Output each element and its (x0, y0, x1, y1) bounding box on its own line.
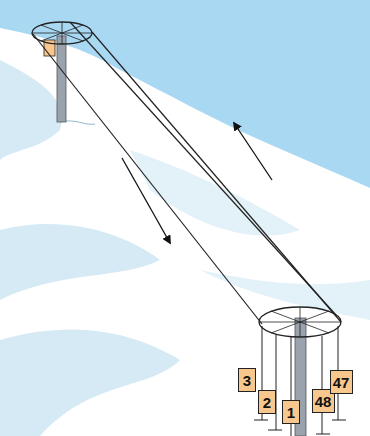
top-wheel (32, 22, 92, 44)
chair-number: 48 (315, 394, 332, 409)
snow-shade (0, 60, 62, 160)
direction-arrow (122, 158, 170, 243)
chair-number: 2 (263, 395, 271, 410)
sky (0, 0, 370, 188)
chair-number-tag: 1 (282, 400, 300, 424)
chair-number-tag: 3 (238, 368, 256, 392)
bottom-wheel (259, 307, 341, 337)
snow-shade (0, 330, 180, 436)
top-pole (57, 36, 66, 122)
cable (33, 34, 262, 324)
direction-arrow (234, 123, 272, 180)
wheel-spokes (32, 22, 92, 44)
chair-number: 1 (287, 405, 295, 420)
chair-number-tag: 47 (330, 370, 353, 394)
snow-shade (130, 150, 300, 236)
snow-shade (0, 224, 160, 300)
cable (92, 32, 341, 322)
chair-number: 47 (333, 375, 350, 390)
cable (70, 22, 336, 315)
wheel-spokes (259, 307, 341, 337)
chair-number: 3 (243, 373, 251, 388)
chair-number-tag: 2 (258, 390, 276, 414)
